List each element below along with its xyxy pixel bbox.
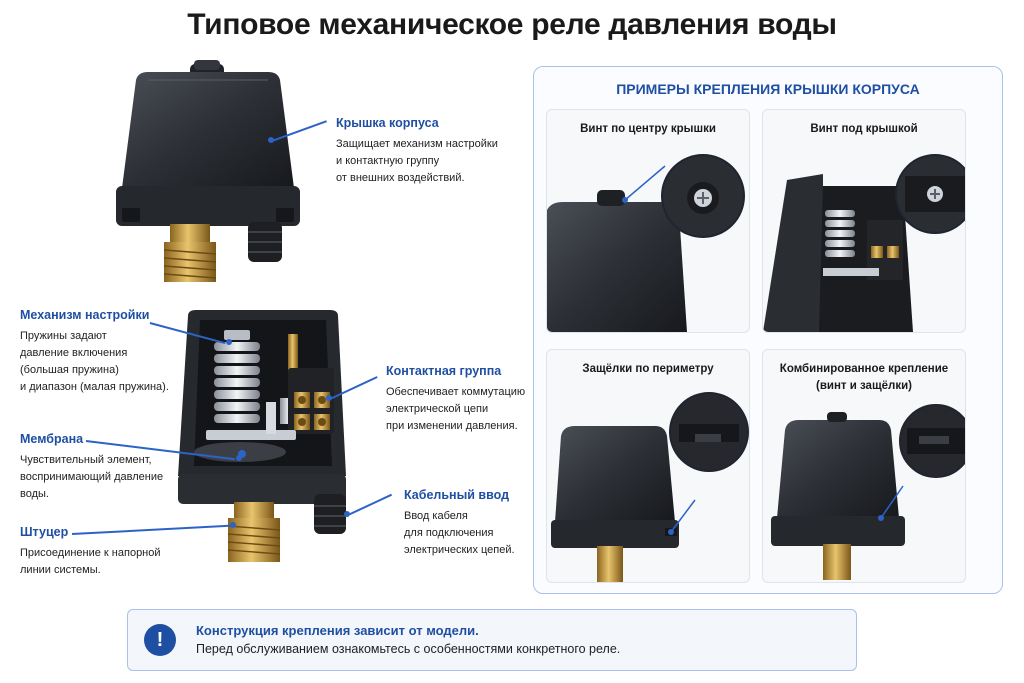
cable-leader-dot bbox=[344, 511, 350, 517]
center-screw-zoom bbox=[661, 154, 745, 238]
page-title: Типовое механическое реле давления воды bbox=[187, 8, 837, 41]
callout-membrane-title: Мембрана bbox=[20, 432, 84, 446]
note-text: Перед обслуживанием ознакомьтесь с особе… bbox=[196, 642, 621, 656]
open-relay-image bbox=[178, 310, 346, 562]
callout-contacts-title: Контактная группа bbox=[386, 364, 502, 378]
callout-cover: Крышка корпуса Защищает механизм настрой… bbox=[336, 116, 498, 187]
perimeter-latches-image bbox=[551, 426, 696, 582]
callout-cover-title: Крышка корпуса bbox=[336, 116, 439, 130]
callout-membrane-text: Чувствительный элемент,воспринимающий да… bbox=[20, 454, 164, 500]
note-title: Конструкция крепления зависит от модели. bbox=[196, 623, 479, 638]
info-icon: ! bbox=[144, 624, 176, 656]
membrane-leader-dot bbox=[236, 455, 242, 461]
terminal-block bbox=[288, 368, 334, 434]
card-perimeter-latches: Защёлки по периметру bbox=[546, 349, 750, 583]
screw-under-cover-zoom bbox=[895, 154, 965, 234]
card-screw-under-cover: Винт под крышкой bbox=[762, 109, 966, 333]
large-spring bbox=[214, 330, 260, 423]
callout-membrane: Мембрана Чувствительный элемент,восприни… bbox=[20, 432, 163, 503]
card-center-screw: Винт по центру крышки bbox=[546, 109, 750, 333]
callout-mechanism-title: Механизм настройки bbox=[20, 308, 150, 322]
cover-leader-dot bbox=[268, 137, 274, 143]
screw-under-cover-image bbox=[763, 174, 913, 332]
callout-fitting-title: Штуцер bbox=[20, 525, 69, 539]
card-combined-mounting-title: Комбинированное крепление(винт и защёлки… bbox=[779, 363, 949, 392]
card-perimeter-latches-title: Защёлки по периметру bbox=[582, 363, 714, 375]
center-screw-image bbox=[547, 165, 687, 332]
fitting-leader-dot bbox=[230, 522, 236, 528]
callout-cable-title: Кабельный ввод bbox=[404, 488, 510, 502]
perimeter-latches-zoom bbox=[669, 392, 749, 472]
card-screw-under-cover-title: Винт под крышкой bbox=[810, 123, 918, 135]
info-note: ! Конструкция крепления зависит от модел… bbox=[127, 609, 857, 671]
card-center-screw-title: Винт по центру крышки bbox=[580, 123, 716, 135]
mounting-examples-panel: ПРИМЕРЫ КРЕПЛЕНИЯ КРЫШКИ КОРПУСА Винт по… bbox=[533, 66, 1003, 594]
card-combined-mounting: Комбинированное крепление(винт и защёлки… bbox=[762, 349, 966, 583]
contacts-leader-dot bbox=[326, 395, 332, 401]
callout-contacts: Контактная группа Обеспечивает коммутаци… bbox=[386, 364, 525, 435]
closed-relay-image bbox=[116, 60, 300, 282]
combined-mounting-zoom bbox=[899, 404, 965, 478]
panel-title: ПРИМЕРЫ КРЕПЛЕНИЯ КРЫШКИ КОРПУСА bbox=[616, 81, 920, 97]
combined-mounting-image bbox=[771, 412, 905, 580]
mechanism-leader-dot bbox=[226, 339, 232, 345]
